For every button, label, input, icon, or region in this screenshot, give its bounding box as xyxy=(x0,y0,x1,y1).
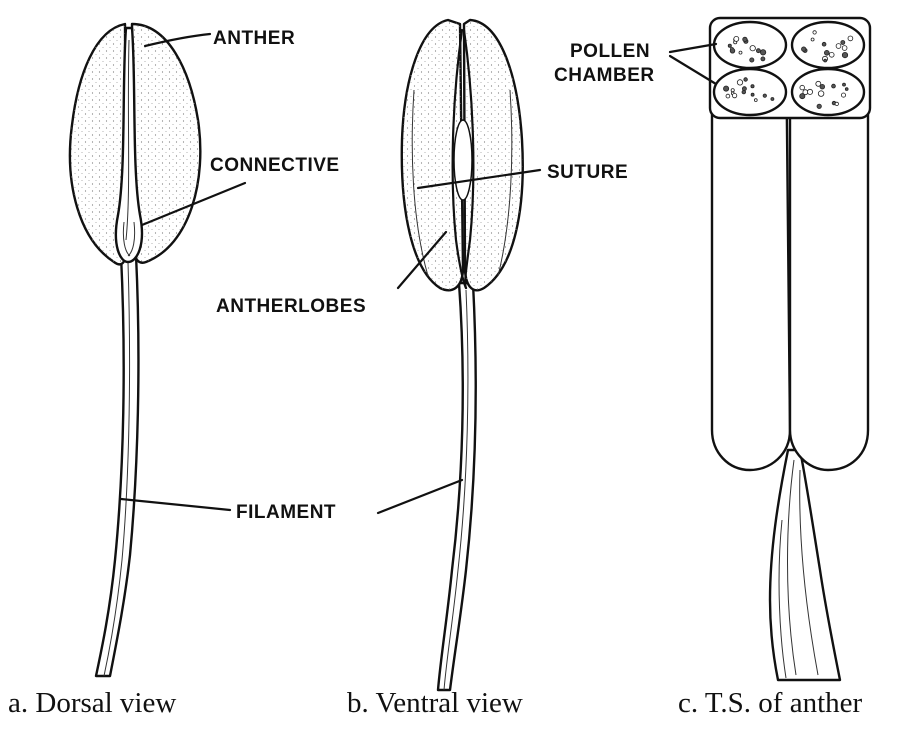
label-antherlobes: ANTHERLOBES xyxy=(216,296,366,317)
pollen-grain xyxy=(728,44,731,47)
dorsal-view-drawing xyxy=(70,24,200,676)
pollen-grain xyxy=(763,94,766,97)
pollen-grain xyxy=(835,102,838,105)
pollen-grain xyxy=(732,93,736,97)
ventral-view-drawing xyxy=(402,20,523,690)
pollen-grain xyxy=(739,51,742,54)
ts-filament xyxy=(770,450,840,680)
pollen-grain xyxy=(802,47,806,51)
leader-filament-left xyxy=(121,499,230,510)
dorsal-filament xyxy=(96,255,138,676)
pollen-grain xyxy=(843,83,846,86)
caption-dorsal-view: a. Dorsal view xyxy=(8,687,176,720)
pollen-grain xyxy=(756,49,760,53)
leader-filament-right xyxy=(378,480,462,513)
pollen-grain xyxy=(760,50,765,55)
pollen-grain xyxy=(751,93,754,96)
label-suture: SUTURE xyxy=(547,162,628,183)
pollen-grain xyxy=(824,59,827,62)
pollen-grain xyxy=(820,84,825,89)
pollen-grain xyxy=(761,57,765,61)
caption-ts-anther: c. T.S. of anther xyxy=(678,687,862,720)
label-anther: ANTHER xyxy=(213,28,295,49)
pollen-grain xyxy=(730,49,735,54)
pollen-grain xyxy=(724,86,729,91)
pollen-grain xyxy=(845,88,848,91)
pollen-chamber-2 xyxy=(792,22,864,68)
pollen-grain xyxy=(744,78,748,82)
pollen-grain xyxy=(743,37,747,41)
pollen-grain xyxy=(731,89,734,92)
caption-ventral-view: b. Ventral view xyxy=(347,687,523,720)
pollen-grain xyxy=(813,31,816,34)
pollen-grain xyxy=(726,94,730,98)
pollen-grain xyxy=(751,85,754,88)
pollen-grain xyxy=(811,38,814,41)
pollen-grain xyxy=(771,98,774,101)
label-connective: CONNECTIVE xyxy=(210,155,340,176)
pollen-grain xyxy=(734,36,739,41)
pollen-grain xyxy=(841,93,845,97)
pollen-grain xyxy=(800,85,805,90)
pollen-grain xyxy=(848,36,853,41)
pollen-grain xyxy=(842,46,847,51)
pollen-grain xyxy=(807,89,812,94)
ts-anther-drawing xyxy=(710,18,870,680)
pollen-grain xyxy=(842,52,847,57)
pollen-grain xyxy=(817,104,821,108)
pollen-grain xyxy=(836,44,841,49)
pollen-grain xyxy=(750,58,754,62)
pollen-grain xyxy=(832,84,836,88)
pollen-grain xyxy=(737,80,742,85)
label-pollen-line2: CHAMBER xyxy=(554,65,655,86)
pollen-grain xyxy=(829,52,834,57)
pollen-grain xyxy=(754,99,757,102)
pollen-grain xyxy=(841,41,845,45)
pollen-grain xyxy=(742,87,746,91)
label-pollen-line1: POLLEN xyxy=(570,41,650,62)
pollen-grain xyxy=(824,50,829,55)
label-filament: FILAMENT xyxy=(236,502,336,523)
pollen-grain xyxy=(822,42,826,46)
pollen-grain xyxy=(750,46,755,51)
pollen-chamber-3 xyxy=(714,69,786,115)
pollen-grain xyxy=(818,91,824,97)
